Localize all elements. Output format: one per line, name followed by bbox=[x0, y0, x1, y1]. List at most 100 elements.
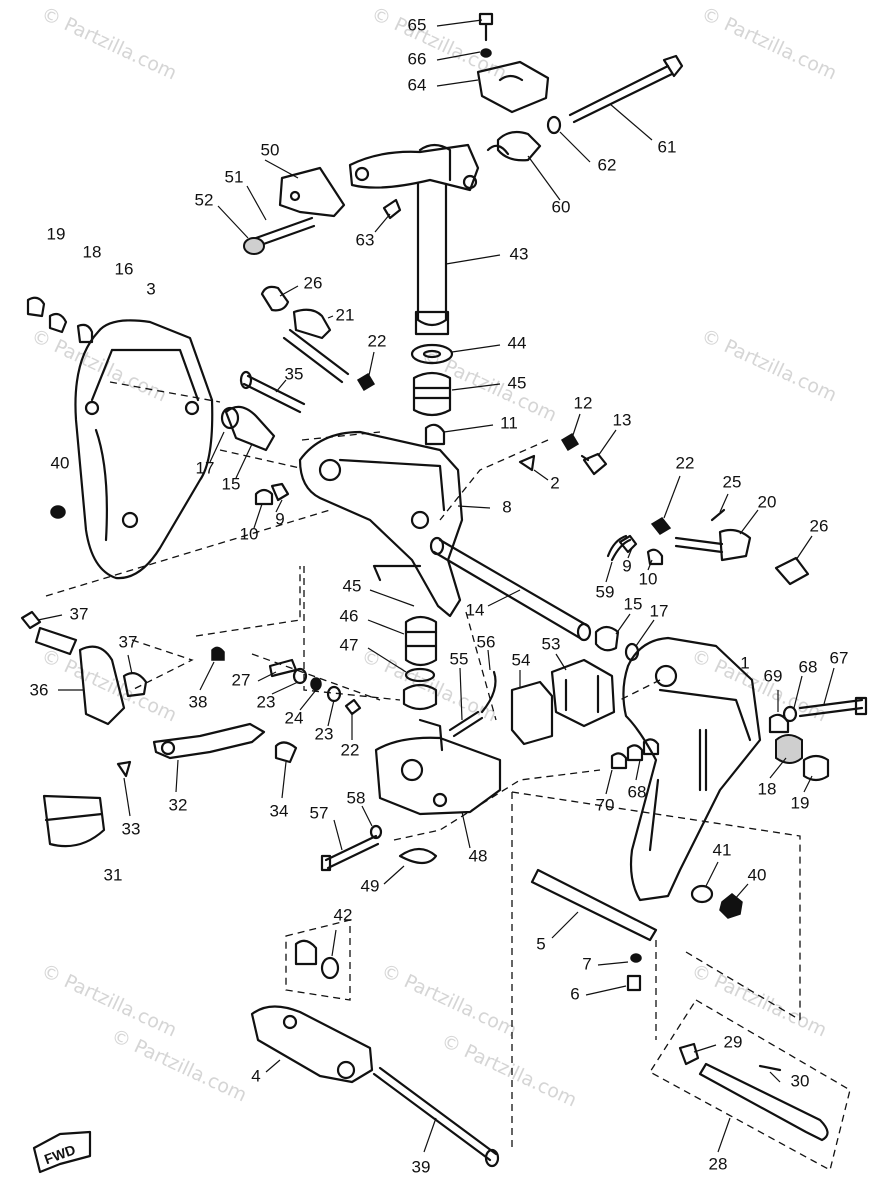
callout-p26b: 26 bbox=[810, 516, 829, 535]
callout-p61: 61 bbox=[658, 137, 677, 156]
callout-p23a: 23 bbox=[257, 692, 276, 711]
callout-p21: 21 bbox=[336, 305, 355, 324]
callout-p25: 25 bbox=[723, 472, 742, 491]
callout-p17b: 17 bbox=[650, 601, 669, 620]
assembly-guide-lines bbox=[45, 381, 851, 1171]
callout-p44: 44 bbox=[508, 333, 527, 352]
left-clamp-bracket bbox=[26, 296, 214, 580]
watermark-text: © Partzilla.com bbox=[28, 325, 170, 407]
callout-p9a: 9 bbox=[275, 509, 284, 528]
callout-p62: 62 bbox=[598, 155, 617, 174]
callout-p47: 47 bbox=[340, 635, 359, 654]
callout-p42: 42 bbox=[334, 905, 353, 924]
callout-p54: 54 bbox=[512, 650, 531, 669]
callout-p16: 16 bbox=[115, 259, 134, 278]
callout-p36: 36 bbox=[30, 680, 49, 699]
callout-p57: 57 bbox=[310, 803, 329, 822]
callout-p45b: 45 bbox=[343, 576, 362, 595]
callout-p43: 43 bbox=[510, 244, 529, 263]
callout-p65: 65 bbox=[408, 15, 427, 34]
lower-swivel-parts bbox=[320, 564, 502, 885]
callout-p69: 69 bbox=[764, 666, 783, 685]
callout-p34: 34 bbox=[270, 801, 289, 820]
callout-p18b: 18 bbox=[758, 779, 777, 798]
callout-p20: 20 bbox=[758, 492, 777, 511]
watermark-text: © Partzilla.com bbox=[438, 1030, 580, 1112]
callout-p10a: 10 bbox=[240, 524, 259, 543]
callout-p18a: 18 bbox=[83, 242, 102, 261]
callout-p63: 63 bbox=[356, 230, 375, 249]
steering-shaft-assembly bbox=[410, 182, 501, 446]
watermark-text: © Partzilla.com bbox=[108, 1025, 250, 1107]
callout-p58: 58 bbox=[347, 788, 366, 807]
callout-p17a: 17 bbox=[196, 458, 215, 477]
callout-p22c: 22 bbox=[341, 740, 360, 759]
callout-p48: 48 bbox=[469, 846, 488, 865]
callout-p14: 14 bbox=[466, 600, 485, 619]
callout-p4: 4 bbox=[251, 1066, 260, 1085]
callout-p12: 12 bbox=[574, 393, 593, 412]
callout-p31: 31 bbox=[104, 865, 123, 884]
callout-p68b: 68 bbox=[628, 782, 647, 801]
callout-p5: 5 bbox=[536, 934, 545, 953]
callout-p35: 35 bbox=[285, 364, 304, 383]
callout-p51: 51 bbox=[225, 167, 244, 186]
callout-p15b: 15 bbox=[624, 594, 643, 613]
callout-p9b: 9 bbox=[622, 556, 631, 575]
callout-p27: 27 bbox=[232, 670, 251, 689]
callout-p1: 1 bbox=[740, 653, 749, 672]
callout-p70: 70 bbox=[596, 795, 615, 814]
swivel-bracket bbox=[209, 405, 617, 618]
callout-p50: 50 bbox=[261, 140, 280, 159]
lower-bracket-parts bbox=[32, 868, 829, 1174]
callout-p23b: 23 bbox=[315, 724, 334, 743]
callout-p60: 60 bbox=[552, 197, 571, 216]
callout-p40b: 40 bbox=[748, 865, 767, 884]
tilt-lever-parts bbox=[20, 610, 362, 848]
tilt-stop-parts bbox=[448, 649, 616, 746]
callout-p30: 30 bbox=[791, 1071, 810, 1090]
callout-p15a: 15 bbox=[222, 474, 241, 493]
callout-p49: 49 bbox=[361, 876, 380, 895]
callout-p56: 56 bbox=[477, 632, 496, 651]
callout-p19b: 19 bbox=[791, 793, 810, 812]
callout-p26a: 26 bbox=[304, 273, 323, 292]
watermark-layer: © Partzilla.com© Partzilla.com© Partzill… bbox=[28, 3, 840, 1112]
right-tilt-arm bbox=[605, 475, 813, 586]
watermark-text: © Partzilla.com bbox=[38, 960, 180, 1042]
callout-p11: 11 bbox=[500, 413, 518, 432]
watermark-text: © Partzilla.com bbox=[698, 3, 840, 85]
callout-p66: 66 bbox=[408, 49, 427, 68]
callout-p7: 7 bbox=[582, 954, 591, 973]
callout-p19a: 19 bbox=[47, 224, 66, 243]
callout-p33: 33 bbox=[122, 819, 141, 838]
watermark-text: © Partzilla.com bbox=[38, 3, 180, 85]
tilt-pin-parts bbox=[239, 285, 376, 414]
callout-p55: 55 bbox=[450, 649, 469, 668]
callout-p40a: 40 bbox=[51, 453, 70, 472]
callout-p64: 64 bbox=[408, 75, 427, 94]
callout-p46: 46 bbox=[340, 606, 359, 625]
callout-p24: 24 bbox=[285, 708, 304, 727]
watermark-text: © Partzilla.com bbox=[688, 960, 830, 1042]
callout-p38: 38 bbox=[189, 692, 208, 711]
callout-p41: 41 bbox=[713, 840, 732, 859]
callout-p68a: 68 bbox=[799, 657, 818, 676]
callout-p3: 3 bbox=[146, 279, 155, 298]
right-clamp-bracket bbox=[605, 636, 868, 919]
callout-p59: 59 bbox=[596, 582, 615, 601]
callout-p8: 8 bbox=[502, 497, 511, 516]
watermark-text: © Partzilla.com bbox=[378, 960, 520, 1042]
callout-p32: 32 bbox=[169, 795, 188, 814]
callout-p45a: 45 bbox=[508, 373, 527, 392]
callout-p37b: 37 bbox=[119, 632, 138, 651]
callout-p2: 2 bbox=[550, 473, 559, 492]
callout-p39: 39 bbox=[412, 1157, 431, 1176]
callout-p22a: 22 bbox=[368, 331, 387, 350]
callout-p28: 28 bbox=[709, 1154, 728, 1173]
callout-p52: 52 bbox=[195, 190, 214, 209]
callout-p22b: 22 bbox=[676, 453, 695, 472]
